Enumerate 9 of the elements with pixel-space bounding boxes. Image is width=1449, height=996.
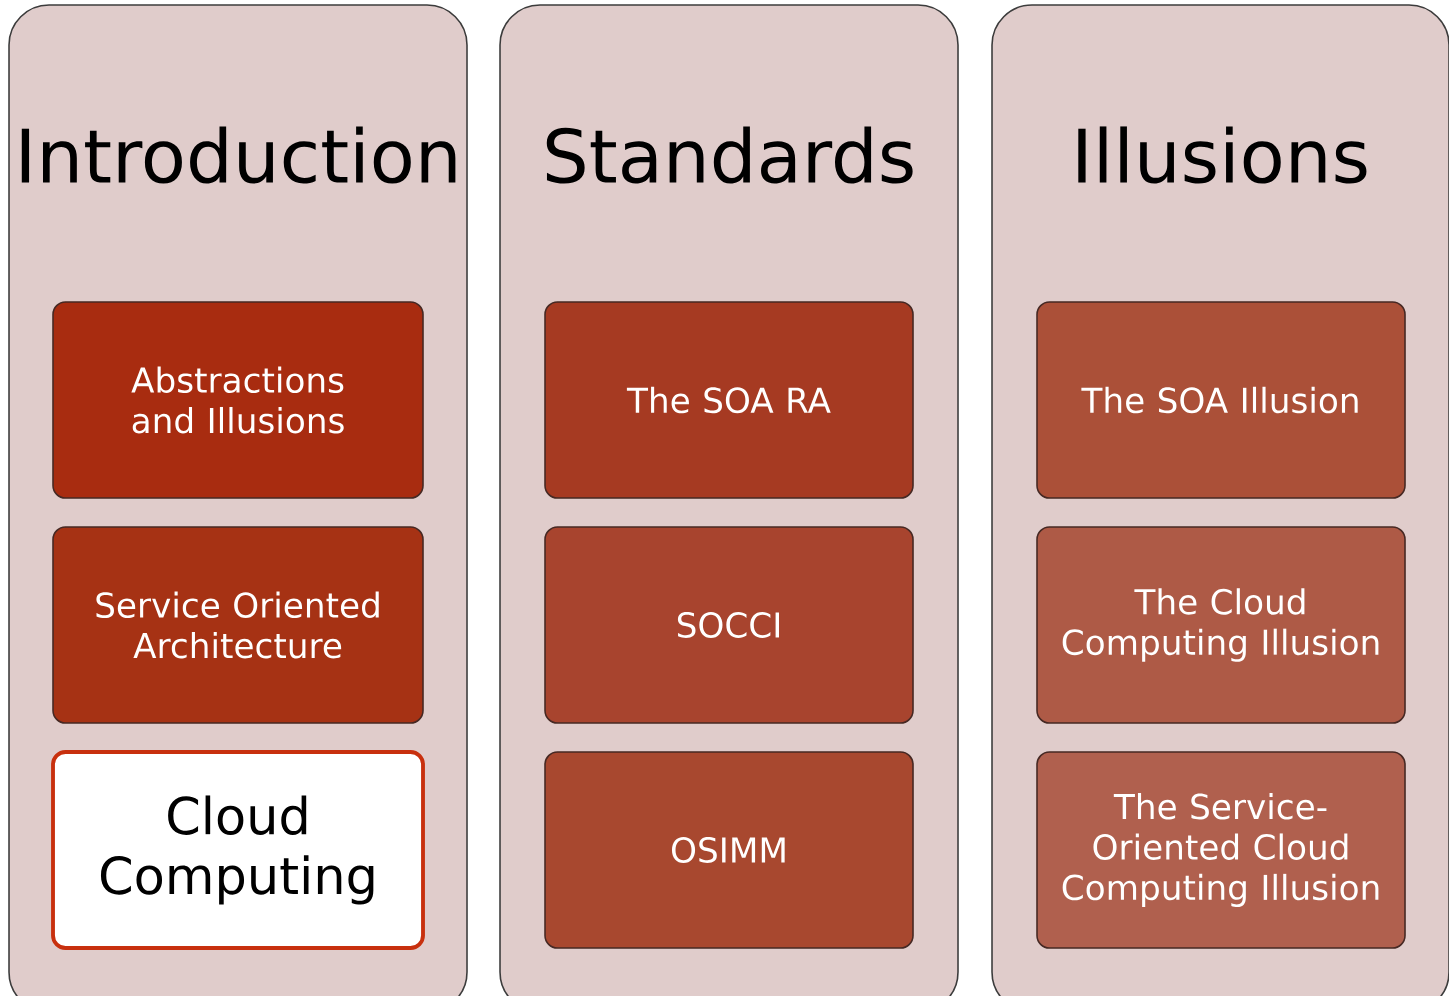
topic-box: The SOA Illusion <box>1036 301 1406 499</box>
topic-box: The Service-Oriented Cloud Computing Illusion <box>1036 751 1406 949</box>
highlighted-box: Cloud Computing <box>51 750 425 950</box>
topic-box: Service Oriented Architecture <box>52 526 424 724</box>
topic-box: SOCCI <box>544 526 914 724</box>
topic-box: OSIMM <box>544 751 914 949</box>
topic-box: The Cloud Computing Illusion <box>1036 526 1406 724</box>
topic-box: Abstractions and Illusions <box>52 301 424 499</box>
topic-box: The SOA RA <box>544 301 914 499</box>
